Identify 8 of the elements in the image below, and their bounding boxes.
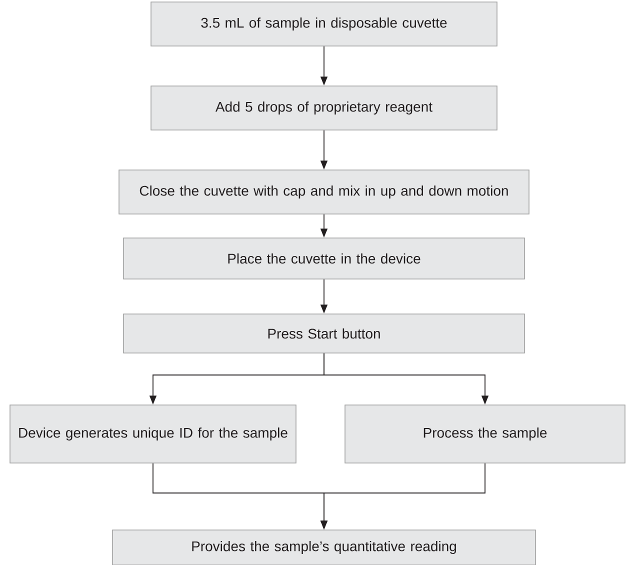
process-box: Close the cuvette with cap and mix in up and down motion xyxy=(118,170,530,214)
process-box: 3.5 mL of sample in disposable cuvette xyxy=(150,2,498,46)
process-box: Add 5 drops of proprietary reagent xyxy=(150,86,498,130)
process-box: Process the sample xyxy=(344,404,626,464)
process-box: Place the cuvette in the device xyxy=(123,238,525,280)
process-box: Device generates unique ID for the sample xyxy=(10,404,296,464)
process-box: Provides the sample’s quantitative reading xyxy=(112,530,536,565)
process-box: Press Start button xyxy=(123,314,525,354)
